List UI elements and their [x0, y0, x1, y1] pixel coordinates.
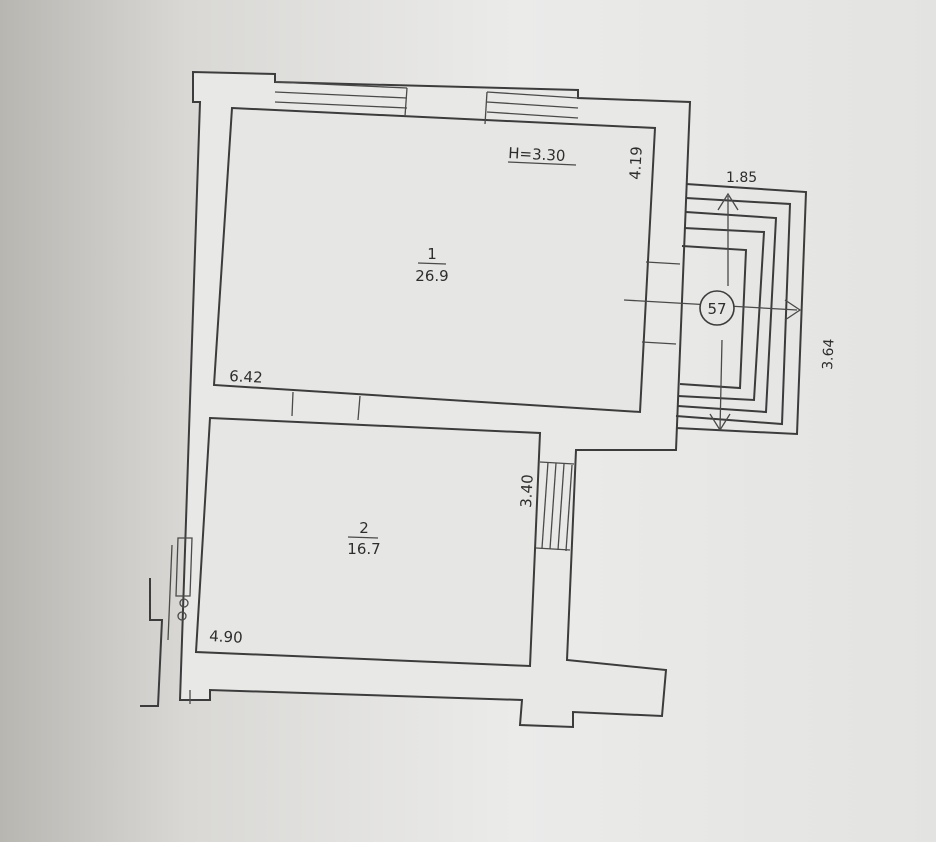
room-2-length: 4.90 — [209, 627, 243, 647]
ceiling-height-label: H=3.30 — [508, 144, 566, 165]
room-2-area: 16.7 — [347, 540, 380, 558]
top-window — [274, 81, 579, 125]
room-2-outline — [194, 416, 542, 668]
room-1-outline — [212, 106, 657, 414]
interior-door — [291, 391, 361, 421]
room-1-number: 1 — [427, 245, 437, 263]
corridor-door — [535, 461, 575, 552]
room-2-width: 3.40 — [517, 474, 537, 508]
entrance-door — [140, 537, 193, 707]
stair-structure — [675, 183, 808, 436]
stair-arrow-down — [719, 339, 723, 431]
room-1-area: 26.9 — [415, 267, 448, 285]
stair-number: 57 — [707, 300, 726, 318]
room-2-number: 2 — [359, 519, 369, 537]
stair-number-badge: 57 — [699, 290, 735, 326]
stair-length: 3.64 — [820, 338, 838, 370]
stair-width: 1.85 — [726, 170, 757, 186]
side-window — [641, 261, 681, 345]
room-1-length: 6.42 — [229, 367, 263, 387]
room-1-width: 4.19 — [626, 146, 646, 180]
